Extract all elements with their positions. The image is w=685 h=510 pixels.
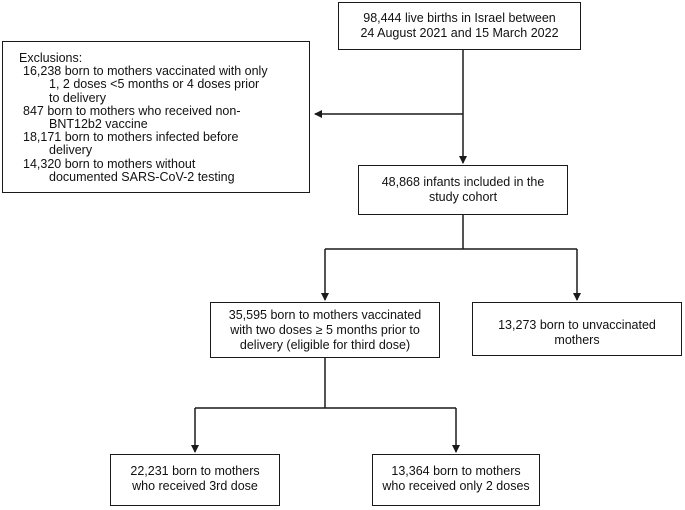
- only-two-line-2: who received only 2 doses: [382, 479, 530, 493]
- unvaccinated-line-1: 13,273 born to unvaccinated: [498, 318, 656, 332]
- third-dose-line-2: who received 3rd dose: [132, 479, 258, 493]
- exclusion-line-9: documented SARS-CoV-2 testing: [49, 169, 235, 184]
- exclusions-box: Exclusions: 16,238 born to mothers vacci…: [2, 41, 310, 193]
- exclusion-line-2: 1, 2 doses <5 months or 4 doses prior: [49, 77, 260, 92]
- unvaccinated-line-2: mothers: [554, 333, 600, 347]
- unvaccinated-box: 13,273 born to unvaccinated mothers: [472, 302, 682, 356]
- exclusion-line-5: BNT12b2 vaccine: [49, 117, 148, 132]
- exclusion-line-8: 14,320 born to mothers without: [23, 156, 196, 171]
- third-dose-line-1: 22,231 born to mothers: [130, 464, 260, 478]
- only-two-doses-box: 13,364 born to mothers who received only…: [372, 454, 540, 506]
- exclusion-line-6: 18,171 born to mothers infected before: [23, 130, 239, 145]
- exclusion-line-7: delivery: [49, 143, 93, 158]
- live-births-line-2: 24 August 2021 and 15 March 2022: [360, 26, 559, 40]
- study-cohort-line-1: 48,868 infants included in the: [381, 175, 545, 189]
- exclusion-line-4: 847 born to mothers who received non-: [23, 103, 241, 118]
- third-dose-box: 22,231 born to mothers who received 3rd …: [110, 454, 280, 506]
- vaccinated-two-line-2: with two doses ≥ 5 months prior to: [230, 323, 420, 337]
- vaccinated-two-line-3: delivery (eligible for third dose): [239, 338, 411, 352]
- vaccinated-two-doses-box: 35,595 born to mothers vaccinated with t…: [210, 302, 440, 358]
- only-two-line-1: 13,364 born to mothers: [391, 464, 521, 478]
- vaccinated-two-line-1: 35,595 born to mothers vaccinated: [228, 308, 422, 322]
- live-births-line-1: 98,444 live births in Israel between: [363, 11, 556, 25]
- live-births-box: 98,444 live births in Israel between 24 …: [338, 2, 581, 50]
- exclusion-line-3: to delivery: [49, 90, 106, 105]
- exclusion-line-1: 16,238 born to mothers vaccinated with o…: [23, 64, 268, 79]
- study-cohort-box: 48,868 infants included in the study coh…: [358, 165, 568, 215]
- study-cohort-line-2: study cohort: [428, 190, 498, 204]
- exclusions-title: Exclusions:: [19, 51, 83, 65]
